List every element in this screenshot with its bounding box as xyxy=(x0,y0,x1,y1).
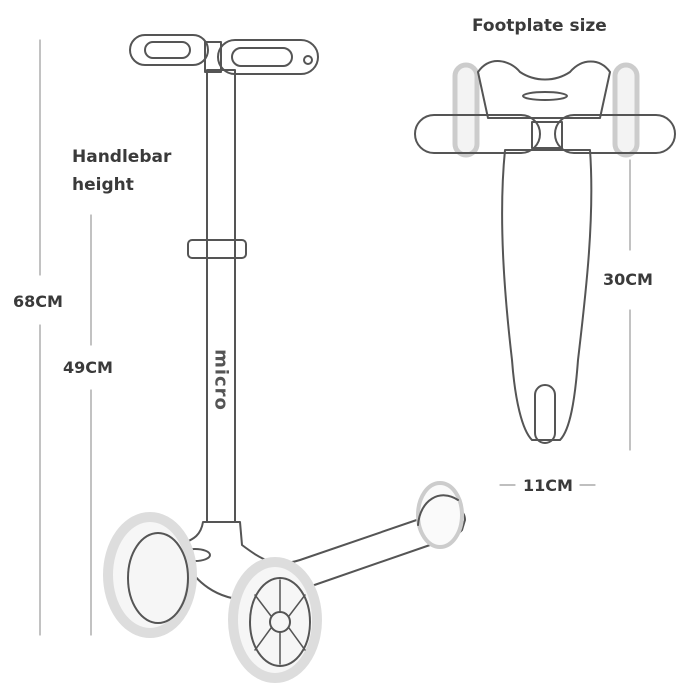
right-glow-wheel xyxy=(612,62,640,158)
micro-logo: micro xyxy=(210,349,232,411)
footplate-length-value: 30CM xyxy=(603,270,653,289)
handlebar-height-title-line1: Handlebar xyxy=(72,147,172,167)
scooter-side-view xyxy=(103,34,466,683)
right-grip xyxy=(217,39,319,75)
footplate xyxy=(501,149,593,441)
footplate-width-value: 11CM xyxy=(523,476,573,495)
handlebar-joint xyxy=(204,41,222,73)
total-height-value: 68CM xyxy=(13,292,63,311)
top-left-grip xyxy=(414,114,541,154)
handlebar-height-value: 49CM xyxy=(63,358,113,377)
stem xyxy=(206,69,236,523)
top-rear-wheel xyxy=(534,384,556,444)
rear-wheel xyxy=(416,481,464,549)
top-right-grip xyxy=(554,114,676,154)
left-grip xyxy=(129,34,209,66)
dimension-lines xyxy=(39,39,631,636)
front-right-wheel xyxy=(228,557,322,683)
handlebar-height-title-line2: height xyxy=(72,175,134,195)
scooter-top-view xyxy=(414,60,676,444)
front-left-wheel xyxy=(103,512,197,638)
left-glow-wheel xyxy=(452,62,480,158)
footplate-size-title: Footplate size xyxy=(472,16,607,36)
stem-clamp xyxy=(187,239,247,259)
front-cover xyxy=(477,60,611,119)
